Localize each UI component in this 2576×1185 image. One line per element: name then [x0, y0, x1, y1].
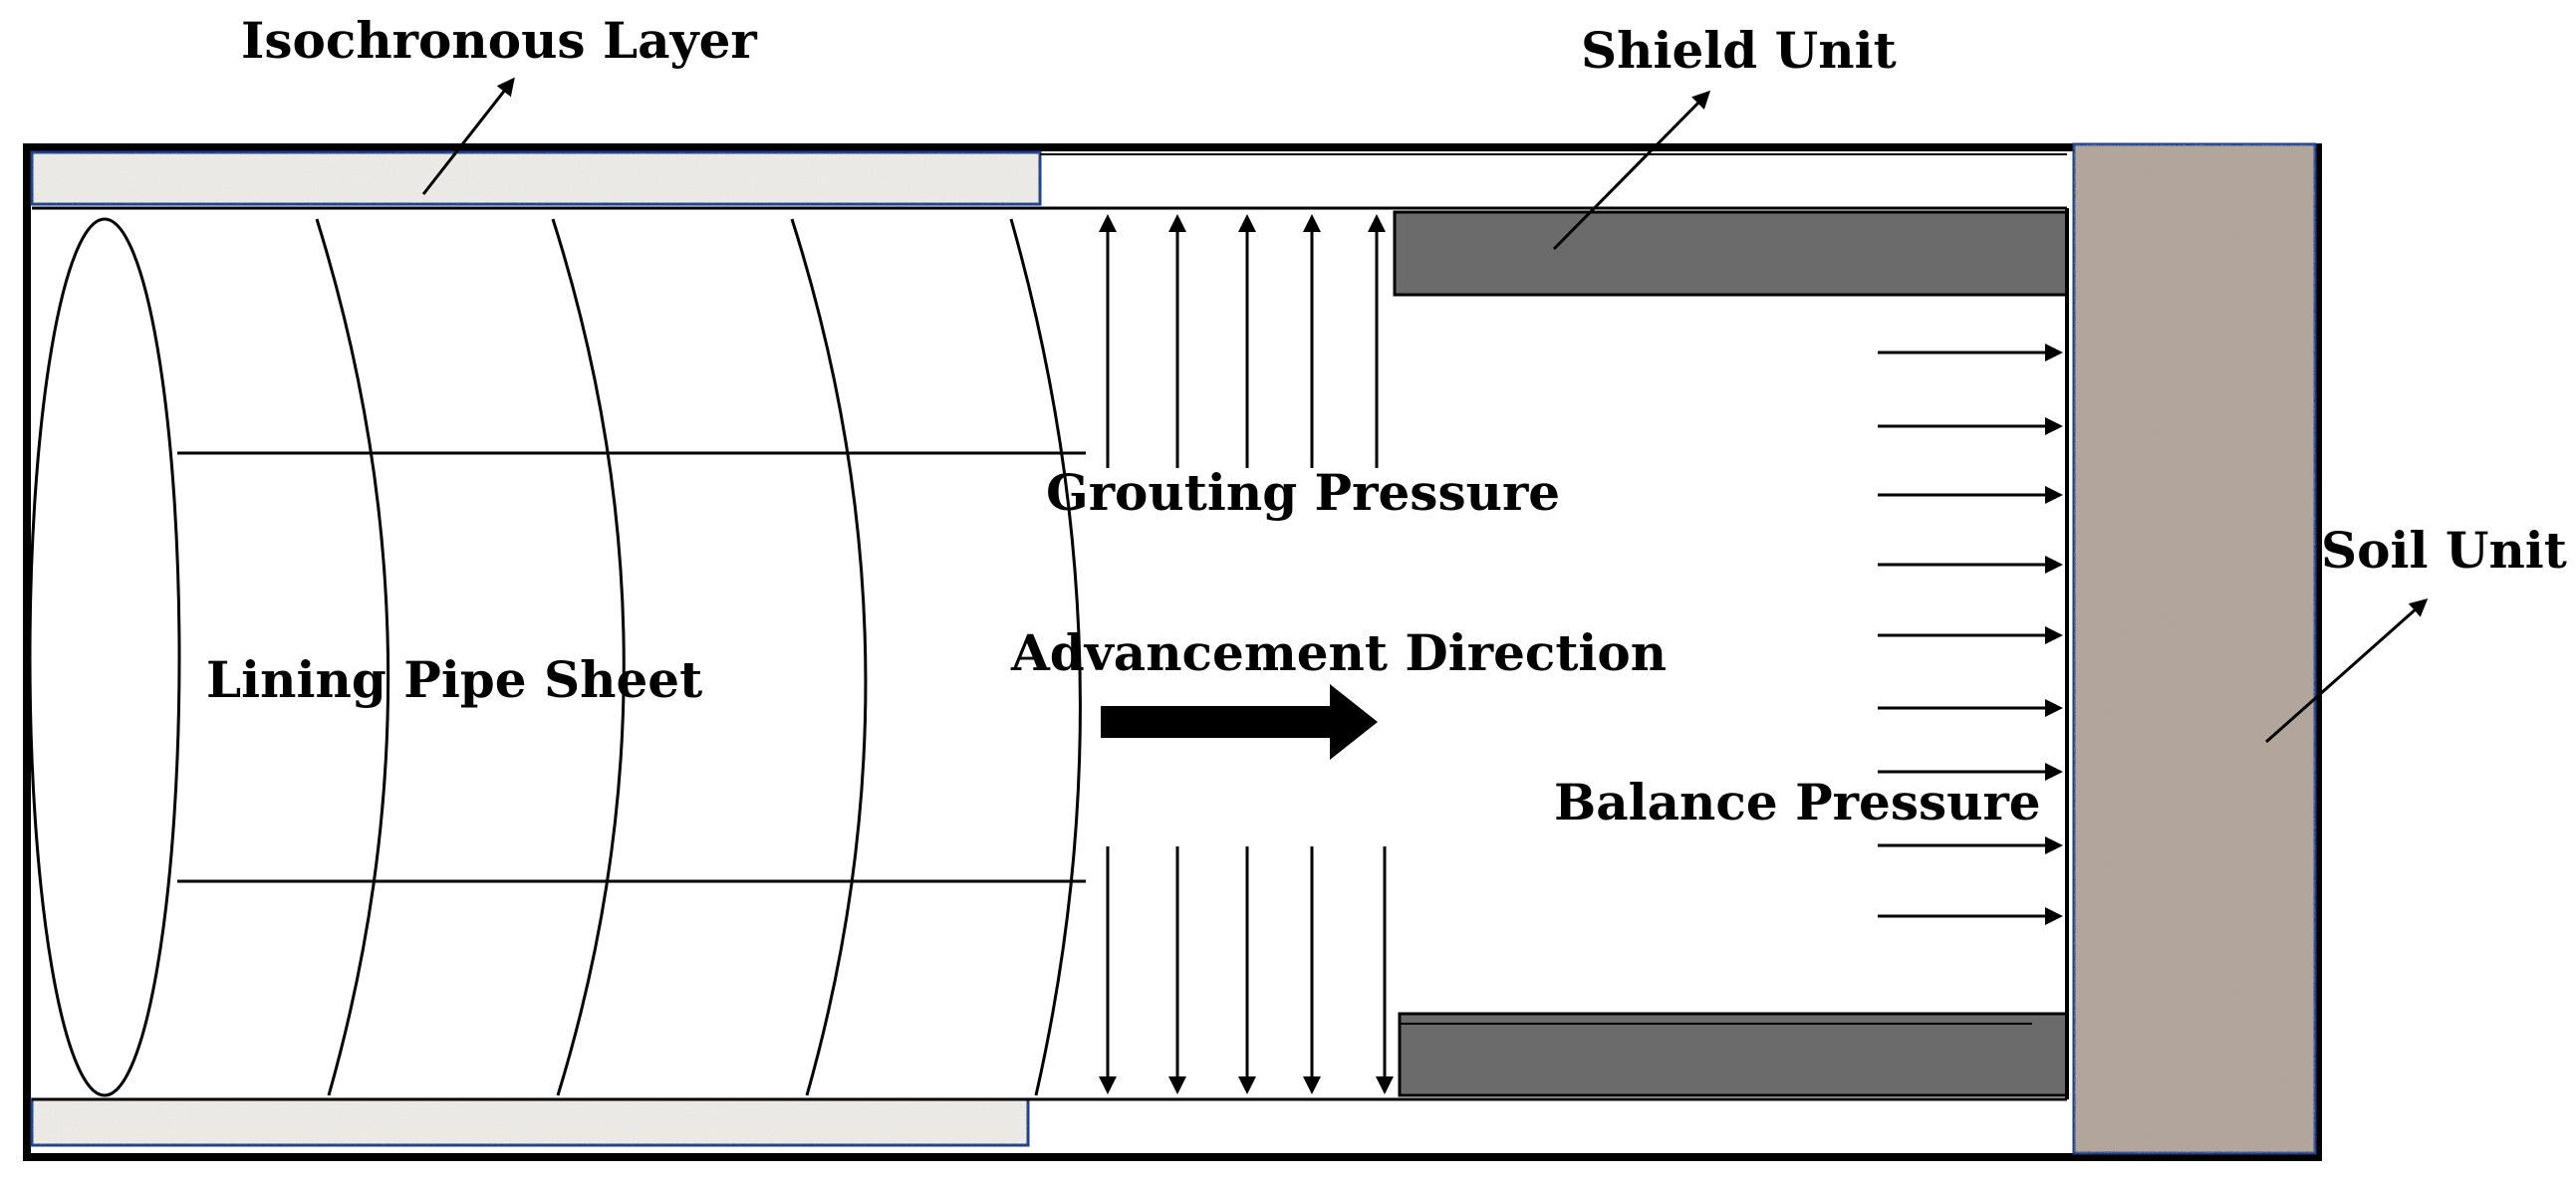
leader-shield [1552, 90, 1711, 251]
label-leaders [421, 77, 2429, 744]
isochronous-layer-top [30, 150, 1042, 206]
label-isochronous-layer: Isochronous Layer [241, 11, 757, 70]
shield-plate-top [1393, 210, 2069, 297]
label-balance-pressure: Balance Pressure [1554, 773, 2041, 831]
leader-isochronous [421, 77, 515, 195]
label-grouting-pressure: Grouting Pressure [1046, 463, 1560, 522]
label-advancement-direction: Advancement Direction [1010, 623, 1667, 682]
label-soil-unit: Soil Unit [2321, 521, 2567, 580]
outer-frame [23, 143, 2322, 1161]
leader-soil [2265, 598, 2429, 744]
lining-ring-4 [790, 218, 868, 1096]
lining-ring-5 [1009, 218, 1082, 1096]
isochronous-layer-bottom [30, 1097, 1030, 1147]
soil-unit-block [2072, 142, 2317, 1155]
label-shield-unit: Shield Unit [1581, 21, 1897, 80]
grouting-arrows-bottom [1099, 846, 1394, 1094]
thick-right-arrow-icon [1101, 684, 1378, 760]
lining-ring-3 [551, 218, 626, 1096]
lining-ring-2 [315, 218, 390, 1096]
lining-pipe-rings [28, 217, 1086, 1097]
shield-plate-bottom [1398, 1012, 2069, 1097]
grouting-arrows-top [1099, 214, 1386, 468]
balance-pressure-arrows [1878, 344, 2063, 925]
label-lining-pipe-sheet: Lining Pipe Sheet [206, 650, 702, 709]
lining-ring-front [28, 217, 181, 1097]
